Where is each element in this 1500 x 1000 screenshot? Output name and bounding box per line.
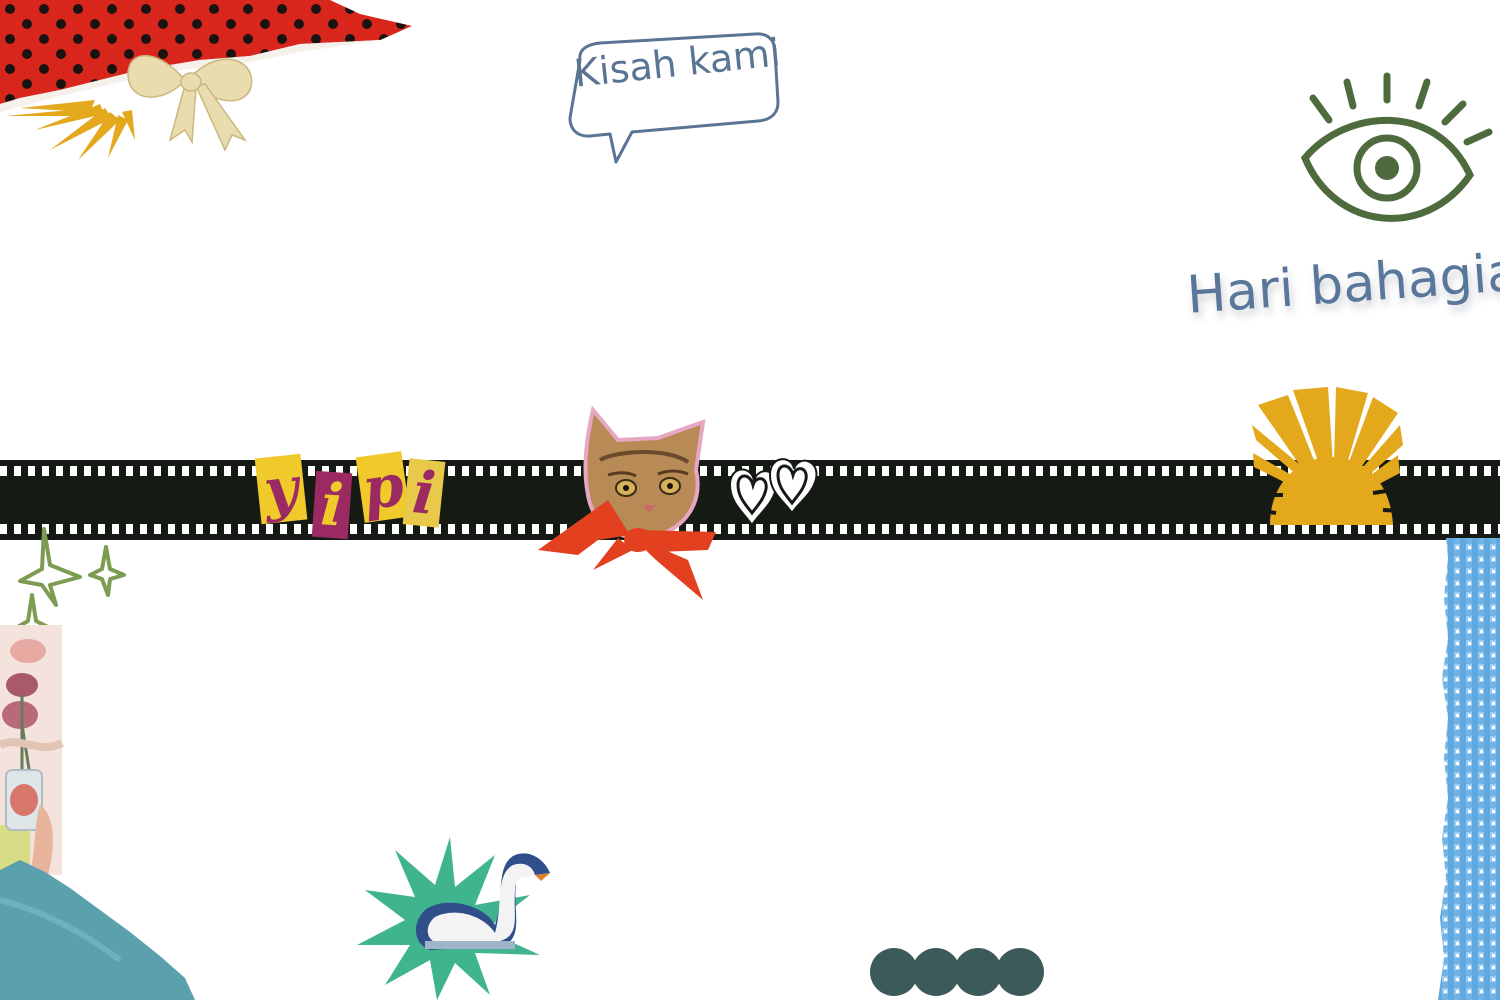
gingham-strip [1438,538,1500,1000]
flower-collage [0,625,64,875]
dots-decoration [870,948,1044,996]
yipi-letter-4: i [402,458,446,528]
speech-bubble [568,32,780,164]
yipi-letter-3: p [355,451,411,523]
yipi-letter-1: y [254,453,308,525]
film-holes-top [0,466,1500,476]
yipi-word: y i p i [254,450,448,540]
swan-icon [357,837,550,1000]
hearts-icon [728,458,818,527]
hari-bahagia-label: Hari bahagia [1185,242,1500,326]
eye-icon [1300,72,1493,222]
polka-paper [0,0,412,160]
film-holes-bottom [0,524,1500,534]
sun-icon [1252,387,1405,525]
teal-paper [0,860,195,1000]
cat-icon [538,405,716,600]
yipi-letter-2: i [311,470,353,540]
